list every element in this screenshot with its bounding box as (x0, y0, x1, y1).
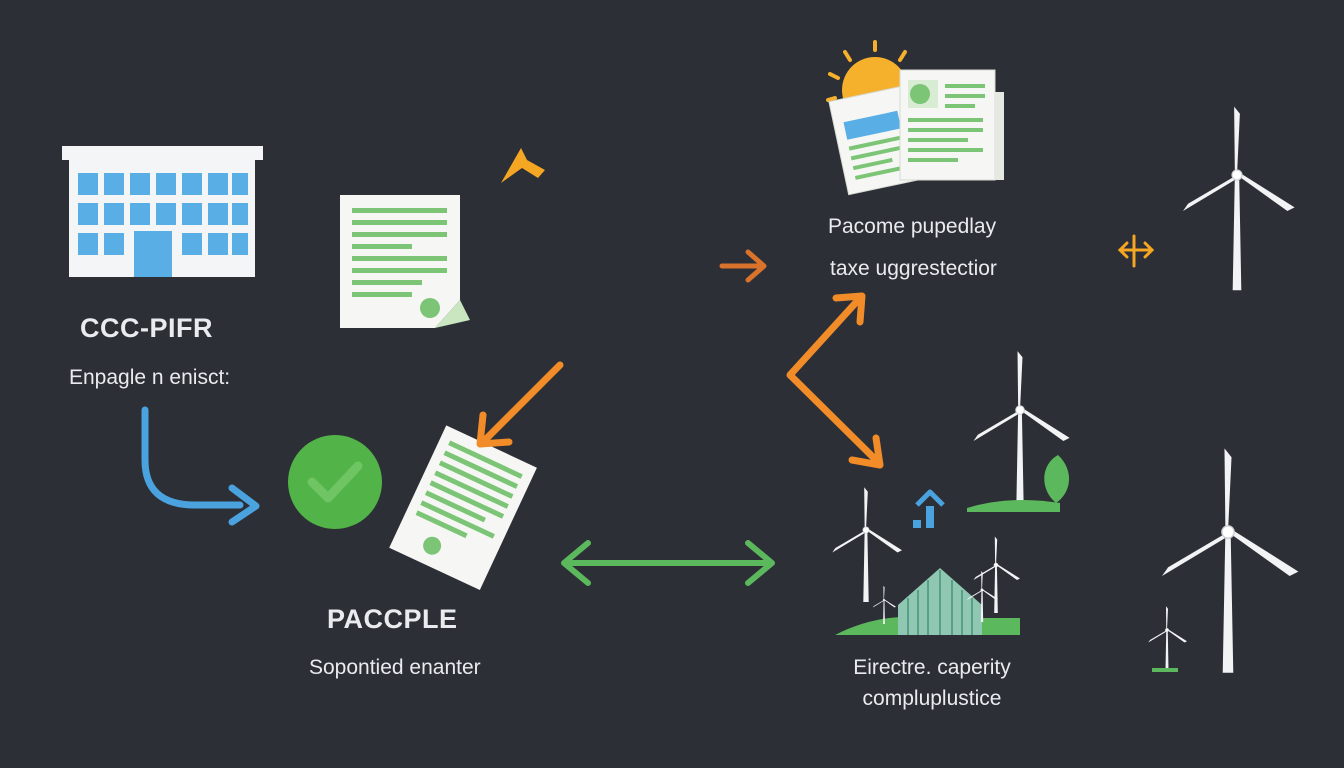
middle-node-subtitle: Sopontied enanter (309, 656, 481, 679)
green-double-arrow (561, 540, 775, 586)
ground-strip (967, 499, 1060, 512)
house-arrow-icon (913, 489, 945, 528)
bottom-right-node-line1: Eirectre. caperity (853, 656, 1011, 679)
document-icon (389, 425, 537, 591)
ground-strip (1152, 668, 1178, 672)
solar-farm-icon (835, 536, 1021, 635)
orange-split-arrow (786, 292, 884, 469)
blue-curved-arrow (141, 406, 260, 526)
orange-arrow (476, 361, 564, 448)
small-orange-arrow (719, 249, 767, 283)
office-building-icon (62, 146, 263, 277)
document-icon (340, 195, 470, 328)
documents-stack-icon (828, 69, 1004, 196)
wind-turbine-icon (831, 486, 903, 603)
middle-node-title: PACCPLE (327, 604, 458, 634)
left-node-subtitle: Enpagle n enisct: (69, 366, 231, 389)
top-right-node-line2: taxe uggrestectior (830, 257, 997, 280)
small-yellow-arrow (501, 148, 545, 183)
leaf-icon (1044, 455, 1070, 503)
left-node-title: CCC-PIFR (80, 313, 213, 343)
checkmark-circle-icon (288, 435, 382, 529)
top-right-node-line1: Pacome pupedlay (828, 215, 997, 238)
wind-turbine-icon (1148, 606, 1188, 671)
wind-turbine-icon (1182, 106, 1296, 291)
double-arrow-icon (1117, 234, 1155, 268)
bottom-right-node-line2: compluplustice (862, 687, 1002, 710)
